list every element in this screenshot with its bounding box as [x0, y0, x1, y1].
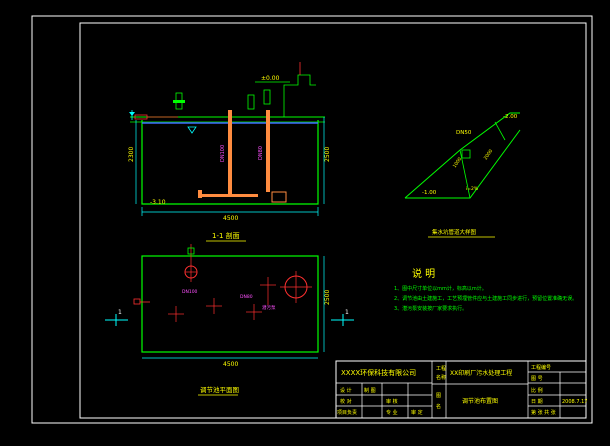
submersible-pump	[271, 191, 287, 203]
tb-date: 2008.7.17	[562, 399, 587, 405]
tb-right-5: 第 张 共 张	[531, 409, 556, 416]
notes-section: 说 明 1、图中尺寸单位以mm计，标高以m计。 2、调节池由土建施工，工艺预埋管…	[394, 267, 577, 312]
plan-height-dim: 2500	[324, 290, 331, 305]
bottom-elevation-label: -3.10	[150, 199, 166, 206]
inner-frame	[79, 22, 587, 419]
detail-view: -2.00 -1.00 DN50 1000 2000 i=2% 集水坑管道大样图	[404, 112, 521, 238]
plan-view-title: 调节池平面图	[200, 385, 239, 394]
tb-drawing-label-b: 名	[436, 403, 441, 410]
tb-right-3: 比 例	[531, 387, 543, 394]
vent-flange	[173, 100, 185, 103]
plan-pipe-label-b: DN80	[240, 294, 253, 300]
pipe-elbow	[198, 190, 202, 198]
detail-dim-1: 1000	[452, 156, 464, 169]
section-view-title: 1-1 剖面	[212, 231, 240, 240]
water-level-mark	[187, 126, 197, 134]
detail-dim-2: 2000	[483, 148, 495, 161]
plan-width-dim: 4500	[223, 361, 238, 368]
tank-section-walls	[141, 120, 319, 205]
note-item-2: 2、调节池由土建施工，工艺预埋管件应与土建施工同步进行，预留位置准确无误。	[394, 295, 577, 302]
section-view: ±0.00 -3.10 DN100 DN80 4500 2300 2500 1-…	[128, 62, 331, 242]
plan-pipe-label-a: DN100	[182, 289, 198, 295]
tb-project-label-b: 名称	[436, 374, 446, 381]
section-height-left-dim: 2300	[128, 147, 135, 162]
tb-design: 设 计	[340, 387, 352, 394]
section-width-dim: 4500	[223, 215, 238, 222]
detail-slope: i=2%	[466, 186, 479, 192]
detail-view-title: 集水坑管道大样图	[432, 228, 477, 236]
detail-elev-top: -2.00	[503, 114, 518, 120]
detail-pipe-dn: DN50	[456, 130, 472, 136]
tb-check: 校 对	[340, 398, 352, 405]
tb-leader: 项目负责	[337, 409, 357, 416]
tb-right-4: 日 期	[531, 399, 543, 405]
detail-elev-bottom: -1.00	[422, 190, 437, 196]
tb-draw: 制 图	[364, 387, 376, 394]
cut-label-right: 1	[345, 309, 349, 316]
detail-pipe-top	[404, 112, 520, 199]
tb-review: 审 核	[386, 398, 398, 405]
outer-frame	[31, 15, 593, 424]
detail-brace	[494, 121, 506, 141]
tb-drawing-label-a: 图	[436, 393, 441, 399]
valve-stem-2	[263, 89, 271, 105]
pipe-label-2: DN80	[258, 146, 264, 160]
cut-label-left: 1	[118, 309, 122, 316]
riser-pipe-1	[228, 110, 232, 196]
note-item-1: 1、图中尺寸单位以mm计，标高以m计。	[394, 285, 487, 292]
bottom-pipe	[200, 194, 258, 197]
plan-pump-label: 潜污泵	[262, 304, 276, 311]
tb-drawing-title: 调节池布置图	[462, 397, 498, 405]
tb-specialty: 专 业	[386, 409, 398, 416]
tb-company: XXXX环保科技有限公司	[341, 368, 416, 377]
note-item-3: 3、潜污泵安装按厂家要求执行。	[394, 305, 467, 312]
elev-triangle	[129, 112, 135, 116]
pump-flange-plan	[187, 247, 195, 255]
notes-title: 说 明	[412, 267, 435, 280]
tb-project: XX印刷厂污水处理工程	[450, 369, 512, 377]
tank-plan-outline	[141, 255, 319, 353]
plan-view: 1 1 DN100 DN80 潜污泵 4500 2500 调节池平面图	[105, 244, 354, 396]
tb-approve: 审 定	[411, 409, 423, 416]
title-block-frame	[335, 360, 587, 419]
section-height-right-dim: 2500	[324, 147, 331, 162]
ground-elevation-label: ±0.00	[261, 75, 280, 82]
detail-fitting	[461, 149, 471, 159]
control-box	[283, 74, 316, 117]
inlet-marker	[133, 298, 141, 305]
tb-project-label-a: 工程	[436, 365, 446, 372]
valve-stem	[247, 94, 255, 110]
pipe-label-1: DN100	[220, 145, 226, 162]
tb-right-2: 图 号	[531, 376, 543, 382]
detail-pipe-bottom	[405, 129, 521, 199]
title-block: XXXX环保科技有限公司 XX印刷厂污水处理工程 工程 名称 图 名 调节池布置…	[335, 360, 587, 419]
riser-pipe-2	[266, 110, 270, 192]
tb-right-1: 工程编号	[531, 364, 551, 371]
